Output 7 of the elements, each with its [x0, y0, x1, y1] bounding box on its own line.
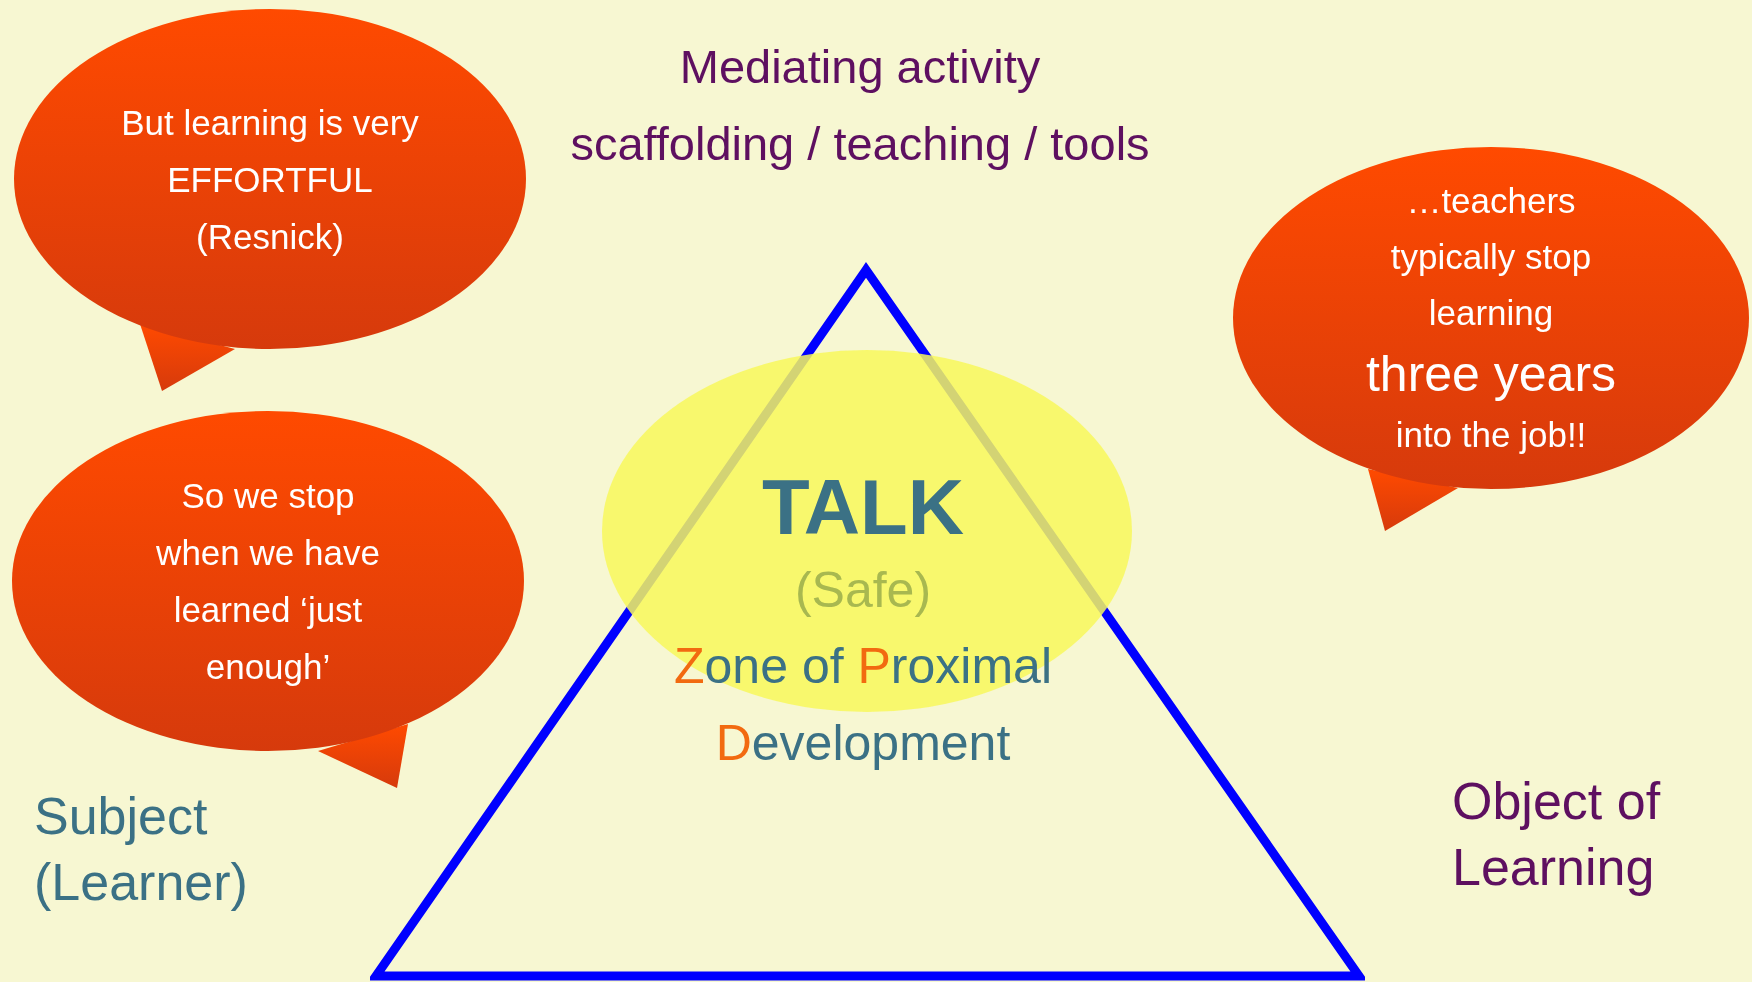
zone-label: Zone of Proximal Development — [673, 637, 1053, 773]
center-title: TALK — [760, 462, 966, 552]
bubble-text: But learning is very EFFORTFUL (Resnick) — [120, 101, 420, 258]
subtitle: (Safe) — [793, 561, 933, 620]
corner-label: Object of Learning — [1452, 771, 1662, 898]
corner-label: Subject (Learner) — [34, 786, 249, 913]
title: Mediating activity scaffolding / teaching / tools — [569, 39, 1151, 172]
